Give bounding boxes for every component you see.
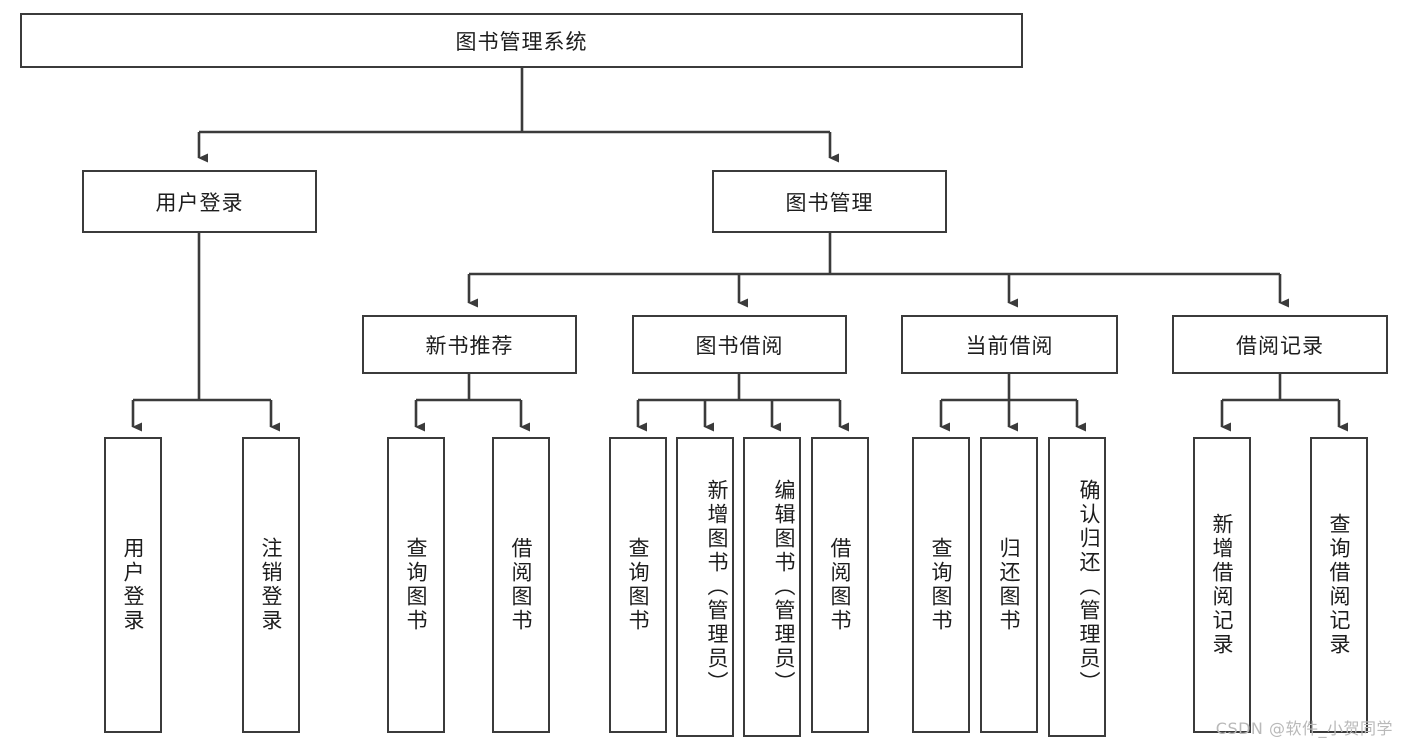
node-leaf-query-record[interactable]: 查询借阅记录: [1310, 437, 1368, 733]
node-leaf-borrow-book-1[interactable]: 借阅图书: [492, 437, 550, 733]
node-user-login[interactable]: 用户登录: [82, 170, 317, 233]
node-leaf-query-book-3-label: 查询图书: [929, 537, 953, 633]
node-leaf-query-book-2[interactable]: 查询图书: [609, 437, 667, 733]
node-leaf-query-book-1[interactable]: 查询图书: [387, 437, 445, 733]
node-book-manage-label: 图书管理: [785, 190, 874, 215]
node-borrow-record-label: 借阅记录: [1236, 333, 1324, 358]
node-current-borrow-label: 当前借阅: [965, 333, 1054, 358]
node-leaf-confirm-return-label: 确认归还（管理员）: [1077, 479, 1101, 695]
node-leaf-confirm-return[interactable]: 确认归还（管理员）: [1048, 437, 1106, 737]
node-leaf-user-logout[interactable]: 注销登录: [242, 437, 300, 733]
node-leaf-query-book-3[interactable]: 查询图书: [912, 437, 970, 733]
node-book-manage[interactable]: 图书管理: [712, 170, 947, 233]
node-leaf-user-logout-label: 注销登录: [259, 537, 283, 633]
node-leaf-return-book-label: 归还图书: [997, 537, 1021, 633]
node-leaf-edit-book[interactable]: 编辑图书（管理员）: [743, 437, 801, 737]
node-user-login-label: 用户登录: [155, 190, 244, 215]
node-leaf-return-book[interactable]: 归还图书: [980, 437, 1038, 733]
node-leaf-add-book[interactable]: 新增图书（管理员）: [676, 437, 734, 737]
node-root[interactable]: 图书管理系统: [20, 13, 1023, 68]
node-current-borrow[interactable]: 当前借阅: [901, 315, 1118, 374]
node-leaf-query-book-2-label: 查询图书: [626, 537, 650, 633]
node-root-label: 图书管理系统: [455, 29, 588, 54]
node-leaf-borrow-book-2[interactable]: 借阅图书: [811, 437, 869, 733]
node-new-book-recommend[interactable]: 新书推荐: [362, 315, 577, 374]
node-leaf-query-book-1-label: 查询图书: [404, 537, 428, 633]
node-new-book-recommend-label: 新书推荐: [425, 333, 514, 358]
node-leaf-borrow-book-2-label: 借阅图书: [828, 537, 852, 633]
node-book-borrow[interactable]: 图书借阅: [632, 315, 847, 374]
csdn-watermark: CSDN @软件_小贺同学: [1215, 719, 1393, 738]
node-leaf-add-record[interactable]: 新增借阅记录: [1193, 437, 1251, 733]
node-leaf-add-record-label: 新增借阅记录: [1210, 513, 1234, 657]
node-leaf-user-login-label: 用户登录: [121, 537, 145, 633]
node-leaf-user-login[interactable]: 用户登录: [104, 437, 162, 733]
node-borrow-record[interactable]: 借阅记录: [1172, 315, 1388, 374]
node-book-borrow-label: 图书借阅: [695, 333, 784, 358]
node-leaf-borrow-book-1-label: 借阅图书: [509, 537, 533, 633]
node-leaf-add-book-label: 新增图书（管理员）: [705, 479, 729, 695]
node-leaf-edit-book-label: 编辑图书（管理员）: [772, 479, 796, 695]
node-leaf-query-record-label: 查询借阅记录: [1327, 513, 1351, 657]
